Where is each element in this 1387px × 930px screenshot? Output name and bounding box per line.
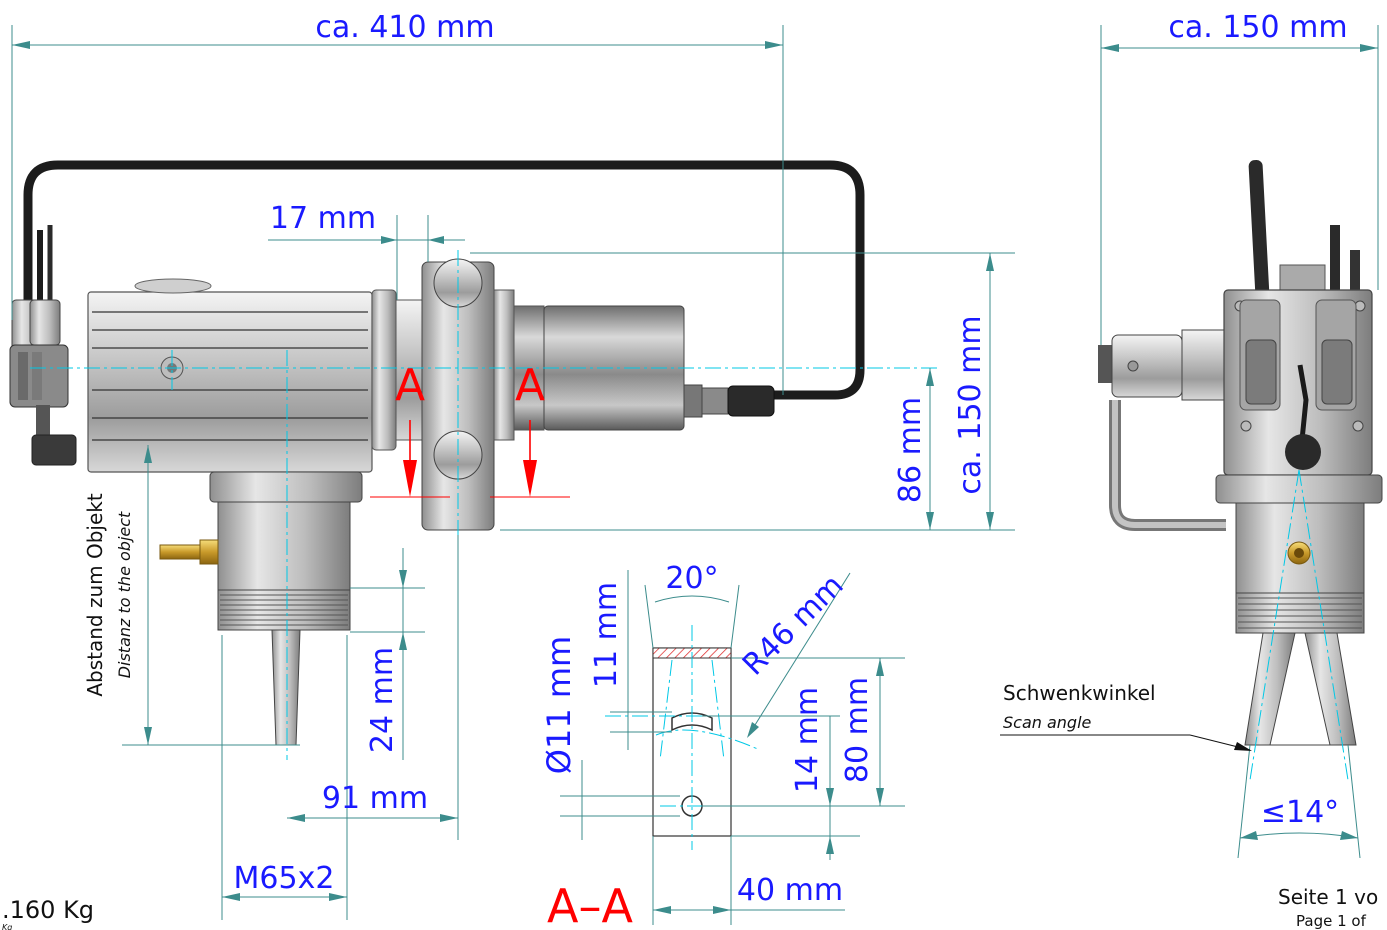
page-number-en: Page 1 of [1296,912,1367,930]
front-view [1000,25,1383,859]
weight-sub: Kg [2,923,12,930]
dim-thread: M65x2 [234,861,335,896]
dim-section-radius: R46 mm [736,568,851,683]
dim-slot-pitch: 14 mm [790,687,825,793]
dim-scan-angle: ≤14° [1261,795,1339,830]
nozzle-tip [271,629,301,746]
section-view [560,570,905,925]
dim-overall-height: ca. 150 mm [953,315,988,494]
distance-label-en: Distanz to the object [115,511,134,678]
side-view [9,160,940,760]
side-bracket [1109,400,1226,531]
section-title: A–A [547,879,633,930]
scan-angle-de: Schwenkwinkel [1003,681,1156,705]
nozzle-body [217,501,351,591]
brass-fitting [159,544,201,560]
antenna [1248,160,1270,295]
page-number-de: Seite 1 vo [1278,885,1378,909]
dim-overall-width: ca. 150 mm [1168,10,1347,45]
dim-section-width: 40 mm [737,873,843,908]
dim-slot-width: 11 mm [589,582,624,688]
dimension-lines [11,25,1015,920]
dim-nozzle-length: 24 mm [365,647,400,753]
cable [23,160,865,400]
scan-angle-en: Scan angle [1003,713,1092,732]
section-mark-left: A [395,360,425,411]
main-housing [87,291,373,473]
annotations: ca. 410 mm ca. 150 mm 17 mm A A 86 mm ca… [2,10,1378,930]
nozzle-tip-left [1244,632,1296,746]
dim-section-angle: 20° [665,561,718,596]
section-mark-right: A [515,360,545,411]
dim-hole-diameter: Ø11 mm [540,636,578,774]
dim-section-height: 80 mm [840,677,875,783]
dim-overall-length: ca. 410 mm [315,10,494,45]
dim-axis-height: 86 mm [893,397,928,503]
weight: .160 Kg [2,896,94,924]
distance-label-de: Abstand zum Objekt [83,493,107,697]
dim-flange-offset: 17 mm [270,201,376,236]
nozzle-tip-right [1304,632,1357,746]
dim-axis-to-clamp: 91 mm [322,781,428,816]
